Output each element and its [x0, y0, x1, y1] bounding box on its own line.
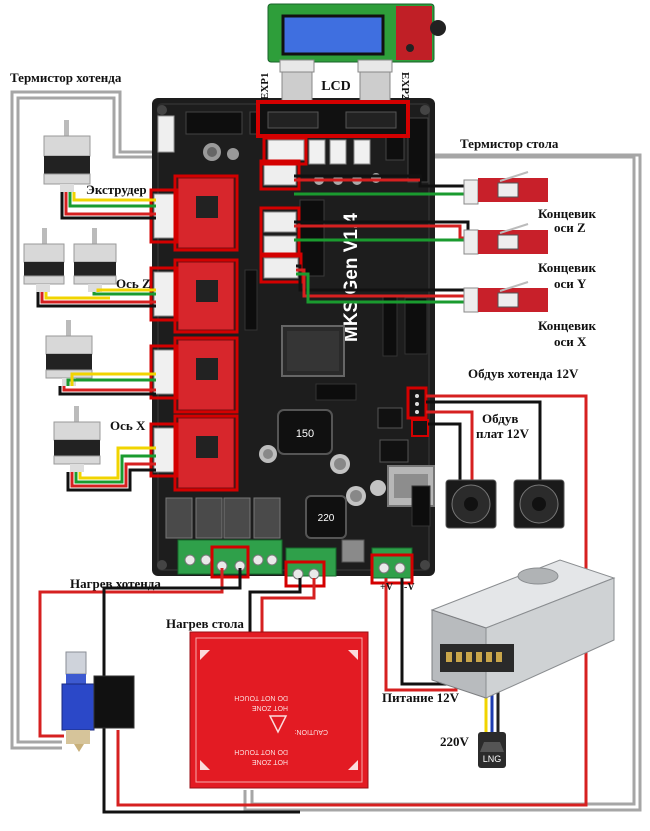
heatbed-caution: CAUTION: [295, 728, 329, 735]
label-endstop-y-2: оси Y [554, 276, 587, 291]
hotend-thermistor-wire [10, 90, 290, 750]
lcd-screen [281, 14, 385, 56]
heatbed-do-not-touch: DO NOT TOUCH [234, 694, 288, 701]
z-motor-left-icon [23, 228, 65, 292]
endstop-connector-2 [263, 211, 297, 233]
label-bed-thermistor: Термистор стола [460, 136, 559, 151]
label-extruder: Экструдер [86, 182, 147, 197]
labels: Термистор хотенда Термистор стола Экстру… [10, 70, 597, 764]
label-hotend-thermistor: Термистор хотенда [10, 70, 122, 85]
hotend-wires [38, 568, 300, 814]
lcd-controller [396, 6, 432, 60]
heatbed-do-not-touch-2: DO NOT TOUCH [234, 748, 288, 755]
driver-z [177, 261, 235, 331]
stepper-drivers [149, 136, 414, 588]
label-hotend-heater: Нагрев хотенда [70, 576, 161, 591]
thermistor-connector-4 [353, 139, 371, 165]
label-endstop-x-2: оси X [554, 334, 587, 349]
terminal-block-power [371, 547, 413, 579]
motor-connector-z [153, 271, 175, 317]
endstop-wires [294, 174, 470, 304]
label-endstop-z-2: оси Z [554, 220, 586, 235]
board-silkscreen: MKS Gen V1.4 [341, 213, 362, 342]
endstop-connector-4 [263, 257, 299, 279]
lcd-title: LCD [321, 79, 351, 94]
label-plus-v: +V [380, 582, 394, 593]
lcd-encoder-knob-icon[interactable] [430, 20, 446, 36]
motor-wires [36, 192, 156, 492]
thermistor-connector-2 [308, 139, 326, 165]
fans [445, 479, 565, 529]
lcd-display: LCD EXP1 EXP2 [256, 3, 446, 138]
label-endstop-y-1: Концевик [538, 260, 597, 275]
bed-thermistor-wire-2 [250, 155, 636, 806]
fan-wires [116, 394, 588, 807]
label-endstop-x-1: Концевик [538, 318, 597, 333]
label-minus-v: -V [404, 582, 415, 593]
endstop-connector-1 [263, 164, 297, 186]
label-board-fan-1: Обдув [482, 411, 518, 426]
exp2-label: EXP2 [399, 72, 411, 100]
driver-x [177, 417, 235, 489]
thermistor-connector-1 [267, 139, 305, 161]
label-lng: LNG [483, 754, 502, 764]
stepper-motors [23, 120, 117, 472]
label-bed-heater: Нагрев стола [166, 616, 244, 631]
driver-e0 [177, 177, 235, 249]
heatbed-hot-zone: HOT ZONE [252, 704, 288, 711]
label-endstop-z-1: Концевик [538, 206, 597, 221]
endstop-y-icon [463, 223, 548, 255]
hotend-icon [61, 651, 135, 752]
label-board-fan-2: плат 12V [476, 426, 530, 441]
y-motor-icon [45, 320, 93, 386]
extruder-motor-icon [43, 120, 91, 192]
driver-y [177, 339, 235, 411]
heatbed-wires [248, 578, 316, 634]
motor-connector-e0 [153, 193, 175, 239]
power-supply-icon [430, 559, 616, 699]
hotend-thermistor-wire-2 [16, 96, 300, 744]
endstops [463, 171, 548, 313]
inductor-150 [277, 409, 333, 455]
white-connector-top [157, 115, 175, 153]
board-fan-right-icon [513, 479, 565, 529]
board-fan-left-icon [445, 479, 497, 529]
label-hotend-fan: Обдув хотенда 12V [468, 366, 579, 381]
endstop-x-icon [463, 281, 548, 313]
label-axis-z: Ось Z [116, 276, 151, 291]
motor-connector-y [153, 349, 175, 395]
inductor-220-label: 220 [318, 513, 335, 524]
endstop-z-icon [463, 171, 548, 205]
motor-connector-x [153, 427, 175, 473]
endstop-connector-3 [263, 235, 297, 255]
exp1-label: EXP1 [259, 73, 271, 101]
heatbed: CAUTION: HOT ZONE DO NOT TOUCH HOT ZONE … [189, 631, 369, 789]
heatbed-hot-zone-2: HOT ZONE [252, 758, 288, 765]
z-motor-right-icon [73, 228, 117, 292]
heatbed-warning-icon [268, 715, 288, 734]
label-power: Питание 12V [382, 690, 460, 705]
mains-socket-icon [478, 732, 506, 768]
heatbed-board [189, 631, 369, 789]
label-mains: 220V [440, 734, 470, 749]
inductor-150-label: 150 [296, 428, 314, 440]
label-axis-x: Ось X [110, 418, 146, 433]
inductor-220 [305, 495, 347, 539]
thermistor-connector-3 [329, 139, 347, 165]
x-motor-icon [53, 406, 101, 472]
